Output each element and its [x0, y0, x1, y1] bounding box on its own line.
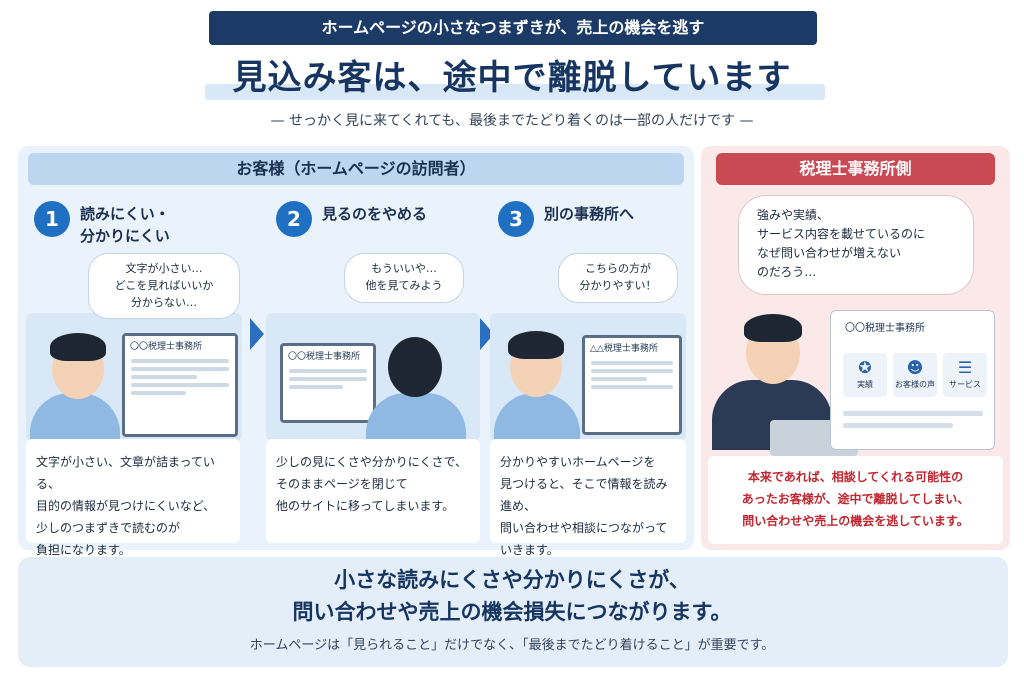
step-3: 3 別の事務所へ △△税理士事務所 こちらの方が 分かりやすい！ 分かりやすいホ…: [484, 193, 694, 557]
customer-panel-title: お客様（ホームページの訪問者）: [28, 153, 684, 185]
conclusion-main: 小さな読みにくさや分かりにくさが、 問い合わせや売上の機会損失につながります。: [292, 568, 732, 624]
step-description: 分かりやすいホームページを 見つけると、そこで情報を読み進め、 問い合わせや相談…: [490, 439, 686, 557]
step-description: 文字が小さい、文章が詰まっている、 目的の情報が見つけにくいなど、 少しのつまず…: [26, 439, 240, 557]
award-icon: ✪ 実績: [843, 353, 887, 397]
step-number: 2: [276, 201, 312, 237]
office-website-preview: 〇〇税理士事務所 ✪ 実績 ☻ お客様の声 ☰ サービス: [830, 310, 995, 450]
office-panel-title: 税理士事務所側: [716, 153, 995, 185]
laptop-screen: △△税理士事務所: [582, 335, 682, 435]
laptop-screen: 〇〇税理士事務所: [122, 333, 238, 437]
office-description: 本来であれば、相談してくれる可能性の あったお客様が、途中で離脱してしまい、 問…: [708, 456, 1003, 544]
conclusion-panel: [18, 557, 1008, 667]
conclusion-sub: ホームページは「見られること」だけでなく、「最後までたどり着けること」が重要です…: [249, 638, 775, 653]
step-1-illustration: 〇〇税理士事務所: [26, 313, 242, 441]
step-2-illustration: 〇〇税理士事務所: [266, 313, 480, 441]
thought-bubble: 文字が小さい… どこを見ればいいか 分からない…: [88, 253, 240, 319]
main-headline: 見込み客は、途中で離脱しています: [232, 58, 792, 98]
document-icon: ☰ サービス: [943, 353, 987, 397]
step-3-illustration: △△税理士事務所: [490, 313, 686, 441]
top-banner: ホームページの小さなつまずきが、売上の機会を逃す: [209, 11, 817, 45]
step-number: 3: [498, 201, 534, 237]
thought-bubble: もういいや… 他を見てみよう: [344, 253, 464, 303]
step-title: 見るのをやめる: [322, 205, 428, 223]
office-thought-bubble: 強みや実績、 サービス内容を載せているのに なぜ問い合わせが増えない のだろう…: [738, 195, 974, 295]
subheadline: — せっかく見に来てくれても、最後までたどり着くのは一部の人だけです —: [270, 113, 754, 129]
step-description: 少しの見にくさや分かりにくさで、 そのままページを閉じて 他のサイトに移ってしま…: [266, 439, 480, 543]
step-title: 読みにくい・ 分かりにくい: [80, 205, 170, 245]
step-number: 1: [34, 201, 70, 237]
arrow-right-icon: [250, 318, 264, 350]
step-1: 1 読みにくい・ 分かりにくい 〇〇税理士事務所 文字が小さい… どこを見ればい…: [20, 193, 242, 557]
people-icon: ☻ お客様の声: [893, 353, 937, 397]
thought-bubble: こちらの方が 分かりやすい！: [558, 253, 678, 303]
step-title: 別の事務所へ: [544, 205, 635, 223]
visitor-avatar: [388, 337, 442, 397]
step-2: 2 見るのをやめる 〇〇税理士事務所 もういいや… 他を見てみよう 少しの見にく…: [262, 193, 480, 543]
laptop-screen: 〇〇税理士事務所: [280, 343, 376, 423]
